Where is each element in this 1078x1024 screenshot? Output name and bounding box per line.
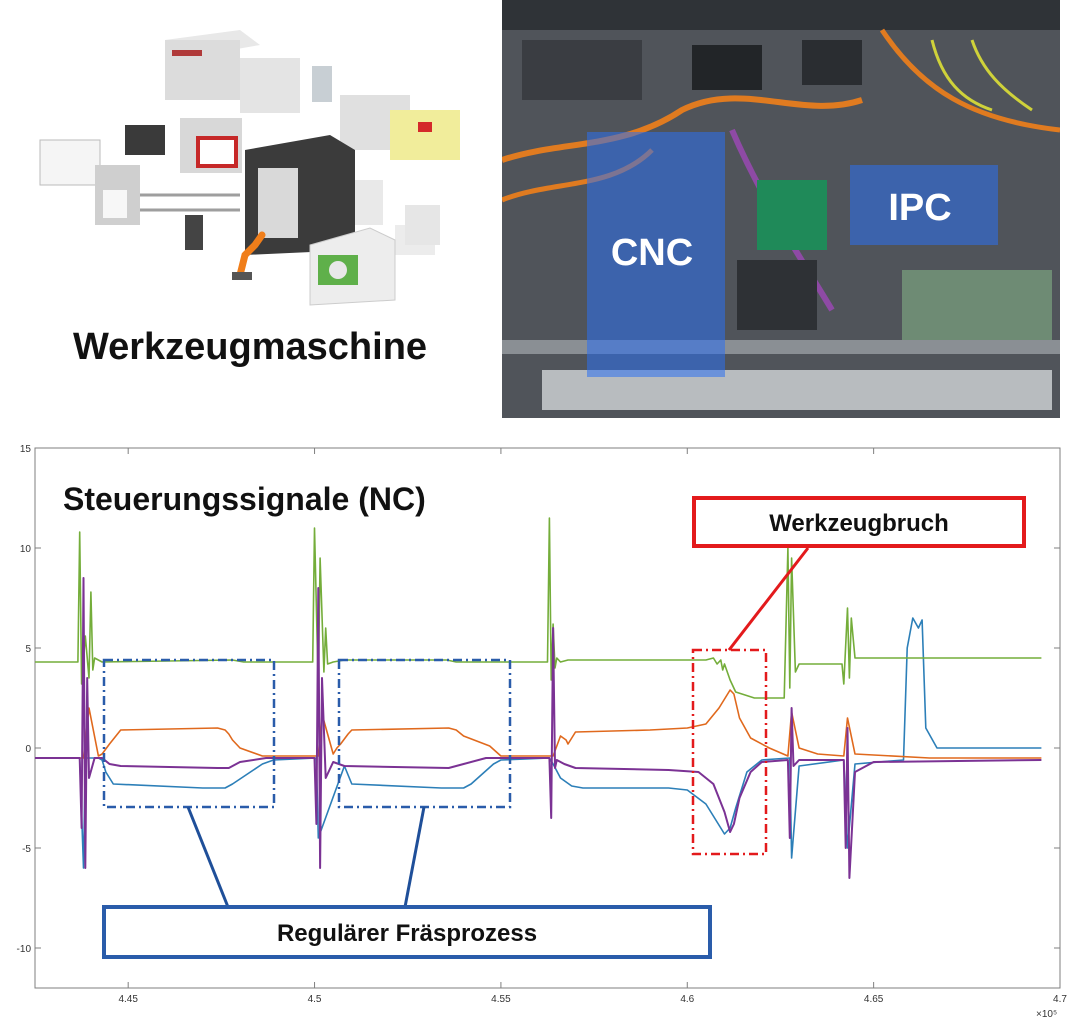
ipc-label: IPC	[888, 187, 951, 229]
cabinet-top-rail	[502, 0, 1060, 30]
x-tick-label: 4.45	[118, 994, 138, 1005]
cabinet-component	[802, 40, 862, 85]
cabinet-component	[902, 270, 1052, 340]
cnc-overlay	[587, 132, 725, 377]
cabinet-cable	[502, 95, 863, 163]
tool-breakage-box	[691, 648, 768, 856]
regular-process-pointer	[186, 806, 230, 908]
cnc-label: CNC	[611, 232, 693, 274]
regular-process-label: Regulärer Fräsprozess	[277, 920, 537, 947]
series-lines	[35, 517, 1042, 879]
cabinet-cable	[879, 28, 1060, 133]
tool-breakage-callout	[692, 496, 1026, 548]
machine-tool-illustration	[39, 30, 460, 306]
x-tick-label: 4.6	[680, 994, 694, 1005]
machine-shape	[232, 272, 252, 280]
series-line-3	[35, 517, 1042, 699]
machine-shape	[236, 231, 266, 279]
y-tick-label: 5	[25, 644, 31, 655]
machine-shape	[165, 40, 240, 100]
y-tick-label: 10	[20, 544, 32, 555]
machine-shape	[172, 50, 202, 56]
series-line-2	[35, 689, 1042, 759]
cabinet-cable	[930, 39, 993, 112]
tool-breakage-pointer	[727, 547, 810, 651]
y-tick-label: 0	[25, 744, 31, 755]
machine-shape	[240, 58, 300, 113]
x-tick-label: 4.5	[308, 994, 322, 1005]
regular-process-pointer	[403, 806, 426, 908]
y-tick-label: -5	[22, 844, 31, 855]
regular-process-callout	[102, 905, 712, 959]
y-tick-label: -10	[17, 944, 32, 955]
cabinet-rail	[502, 340, 1060, 354]
chart-title: Steuerungssignale (NC)	[63, 481, 426, 517]
tool-breakage-label: Werkzeugbruch	[769, 510, 949, 537]
cabinet-component	[522, 40, 642, 100]
machine-shape	[196, 136, 238, 168]
nc-signal-chart: -10 -5 0 5 10 15 4.45 4.5 4.55 4.6 4.65 4.7 ×10⁵ S…	[17, 444, 1068, 1020]
x-tick-label: 4.55	[491, 994, 511, 1005]
machine-shape	[405, 205, 440, 245]
regular-process-box	[337, 658, 512, 809]
cabinet-component	[692, 45, 762, 90]
machine-shape	[125, 125, 165, 155]
machine-shape	[39, 139, 101, 186]
machine-shape	[390, 110, 460, 160]
control-cabinet-photo: CNC IPC	[502, 0, 1060, 418]
machine-shape	[329, 261, 347, 279]
machine-shape	[355, 180, 383, 225]
x-exponent-label: ×10⁵	[1036, 1009, 1057, 1020]
ipc-overlay	[850, 165, 998, 245]
machine-shape	[312, 66, 332, 102]
machine-tool-panel: Werkzeugmaschine	[0, 0, 500, 420]
x-axis-ticks: 4.45 4.5 4.55 4.6 4.65 4.7	[118, 448, 1067, 1005]
machine-shape	[258, 168, 298, 238]
x-tick-label: 4.65	[864, 994, 884, 1005]
y-axis-ticks: -10 -5 0 5 10 15	[17, 444, 1060, 955]
machine-shape	[418, 122, 432, 132]
machine-shape	[103, 190, 127, 218]
cabinet-component	[757, 180, 827, 250]
machine-shape	[185, 215, 203, 250]
series-line-4	[35, 577, 1042, 879]
y-tick-label: 15	[20, 444, 32, 455]
cabinet-cable	[970, 39, 1033, 112]
cabinet-component	[737, 260, 817, 330]
x-tick-label: 4.7	[1053, 994, 1067, 1005]
machine-label: Werkzeugmaschine	[72, 326, 428, 368]
